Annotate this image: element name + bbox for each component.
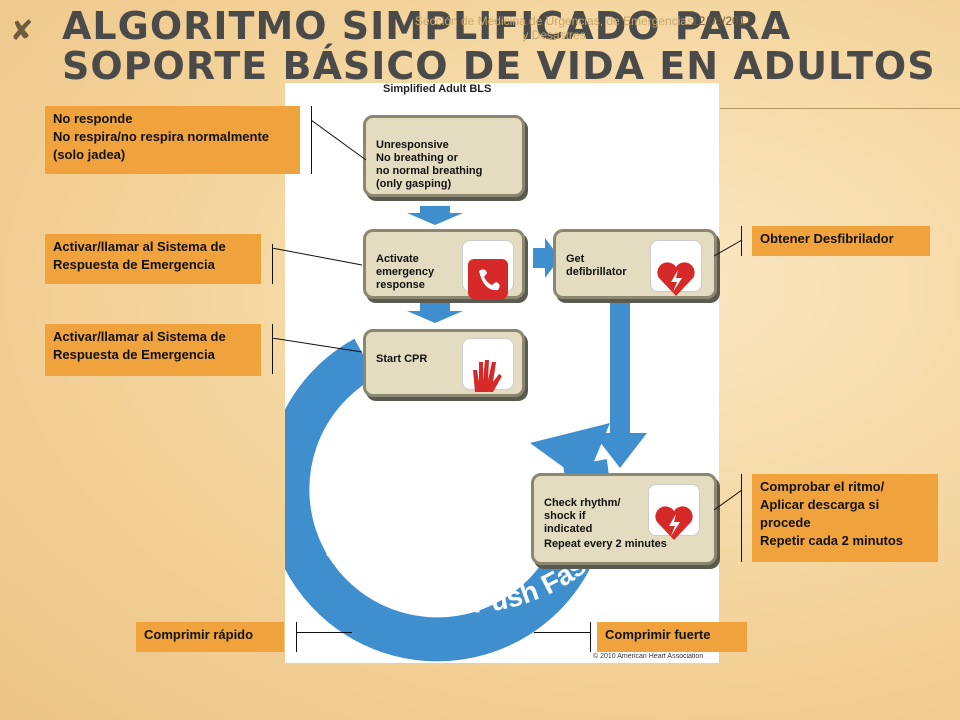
step-unresponsive: Unresponsive No breathing or no normal b… [363, 115, 525, 197]
connector-5 [741, 474, 742, 562]
repeat-note: Repeat every 2 minutes [544, 538, 667, 550]
connector-6 [296, 622, 297, 652]
hands-cpr-icon [462, 338, 514, 392]
copyright: © 2010 American Heart Association [593, 653, 704, 660]
connector-4 [741, 226, 742, 256]
callout-no-responde: No responde No respira/no respira normal… [45, 106, 300, 174]
footer-note: Sección de Medicina de Urgencias, de Eme… [414, 14, 694, 42]
callout-activar-2: Activar/llamar al Sistema de Respuesta d… [45, 324, 261, 376]
connector-7 [590, 622, 591, 652]
connector-line-2 [272, 248, 363, 266]
connector-line-4 [714, 240, 743, 257]
arrow-down-1 [407, 206, 463, 225]
step-activate-emergency: Activate emergency response [363, 229, 525, 299]
step-check-rhythm: Check rhythm/ shock if indicated Repeat … [531, 473, 717, 565]
callout-comprimir-rapido: Comprimir rápido [136, 622, 284, 652]
diagram-title: Simplified Adult BLS [383, 83, 492, 95]
step-start-cpr: Start CPR [363, 329, 525, 397]
connector-line-7 [534, 632, 590, 633]
connector-2 [272, 244, 273, 284]
circle-arrowhead [530, 423, 610, 483]
step-get-defibrillator: Get defibrillator [553, 229, 717, 299]
slide-title: Algoritmo simplificado para soporte bási… [62, 4, 936, 88]
callout-desfibrilador: Obtener Desfibrilador [752, 226, 930, 256]
defibrillator-heart-icon [650, 240, 702, 296]
bls-diagram: Push Hard • Push Fast Simplified Adult B… [285, 83, 719, 663]
arrow-down-long [593, 303, 647, 468]
connector-line-6 [296, 632, 352, 633]
connector-3 [272, 324, 273, 374]
bullet-mark: ✘ [10, 14, 34, 47]
callout-activar-1: Activar/llamar al Sistema de Respuesta d… [45, 234, 261, 284]
connector-line-5 [714, 490, 743, 511]
connector-1 [311, 106, 312, 174]
arrow-down-2 [407, 303, 463, 323]
arrow-right [533, 238, 560, 278]
connector-line-1 [311, 120, 367, 161]
footer-date: 12/08/2017 [692, 14, 753, 28]
callout-comprobar-ritmo: Comprobar el ritmo/ Aplicar descarga si … [752, 474, 938, 562]
connector-line-3 [272, 338, 363, 353]
phone-icon [462, 240, 514, 299]
defibrillator-heart-icon-2 [648, 484, 700, 540]
callout-comprimir-fuerte: Comprimir fuerte [597, 622, 747, 652]
title-rule [720, 108, 960, 109]
